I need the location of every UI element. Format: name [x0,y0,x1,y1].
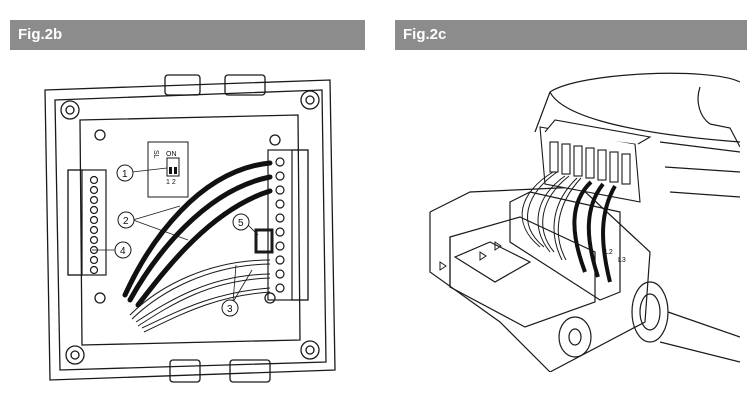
black-cables [122,160,273,308]
dip-switch: ON 1 2 SL [147,141,189,198]
switch-sl-label: SL [152,150,159,159]
left-terminal-strip [67,169,107,276]
callouts: 1 2 3 4 5 [92,164,259,317]
black-wires [572,180,617,283]
terminal-label-l3: L3 [618,257,626,264]
switch-pos-label: 1 2 [166,179,176,186]
callout-1: 1 [122,169,128,180]
white-wires [521,171,582,261]
fig-2b-header: Fig.2b [10,20,365,50]
fig-2b-drawing: ON 1 2 SL 1 2 3 4 5 [44,74,336,383]
plug-connector-row [539,119,652,203]
thin-cables [129,259,271,333]
right-terminal-strip [267,149,309,301]
callout-5: 5 [238,218,244,229]
callout-4: 4 [120,246,126,257]
cover-markings [439,241,502,271]
callout-2: 2 [123,216,129,227]
callout-3: 3 [227,304,233,315]
switch-on-label: ON [166,151,177,158]
fig-2c-drawing: L2 L3 [429,72,740,372]
terminal-label-l2: L2 [605,249,613,256]
component-5-block [254,228,274,254]
fig-2c-header: Fig.2c [395,20,747,50]
